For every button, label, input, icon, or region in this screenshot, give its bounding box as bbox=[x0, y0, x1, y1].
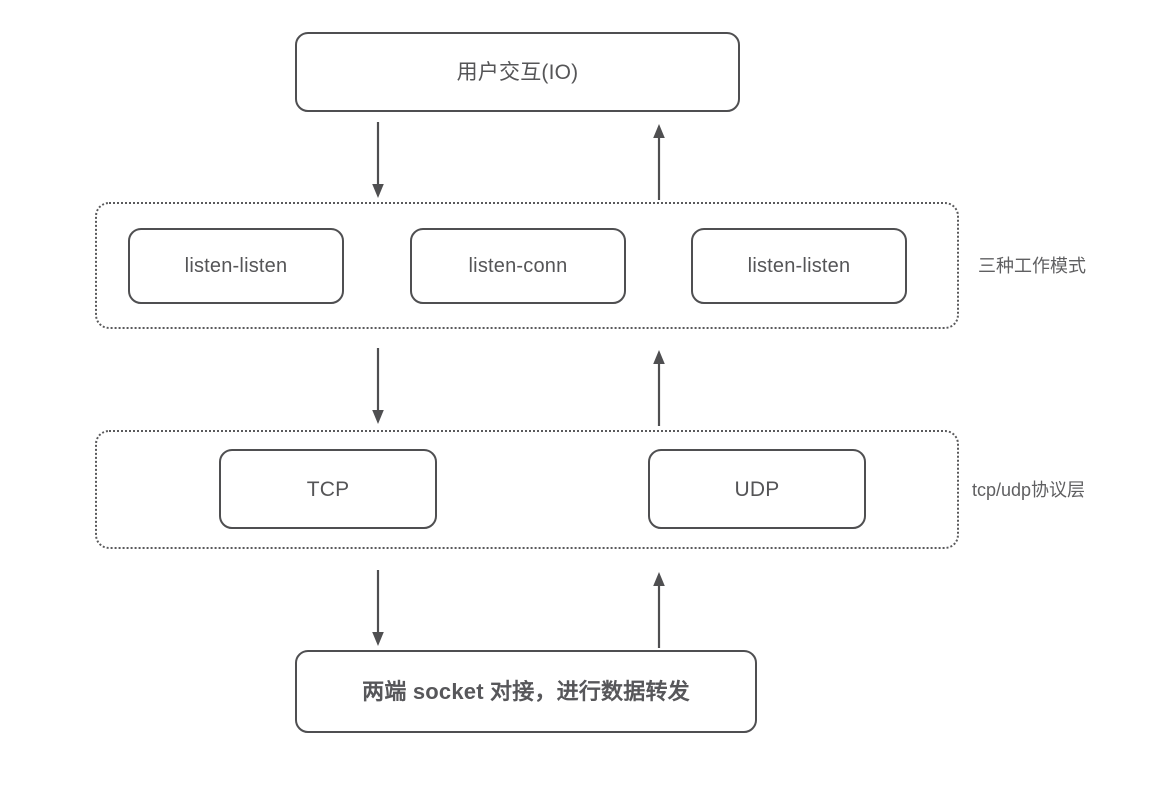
arrow-io-to-modes bbox=[368, 122, 388, 200]
arrow-socket-to-protocol bbox=[649, 570, 669, 648]
label-working-modes: 三种工作模式 bbox=[978, 256, 1086, 276]
label-protocol-layer: tcp/udp协议层 bbox=[972, 480, 1086, 500]
group-protocol-layer bbox=[95, 430, 959, 549]
arrow-protocol-to-socket bbox=[368, 570, 388, 648]
arrow-modes-to-protocol bbox=[368, 348, 388, 426]
arrow-modes-to-io bbox=[649, 122, 669, 200]
node-socket-forwarding: 两端 socket 对接，进行数据转发 bbox=[295, 650, 757, 733]
node-listen-listen-1: listen-listen bbox=[128, 228, 344, 304]
node-udp: UDP bbox=[648, 449, 866, 529]
arrow-protocol-to-modes bbox=[649, 348, 669, 426]
node-user-interaction-io: 用户交互(IO) bbox=[295, 32, 740, 112]
node-tcp: TCP bbox=[219, 449, 437, 529]
node-listen-conn: listen-conn bbox=[410, 228, 626, 304]
node-listen-listen-2: listen-listen bbox=[691, 228, 907, 304]
group-working-modes bbox=[95, 202, 959, 329]
